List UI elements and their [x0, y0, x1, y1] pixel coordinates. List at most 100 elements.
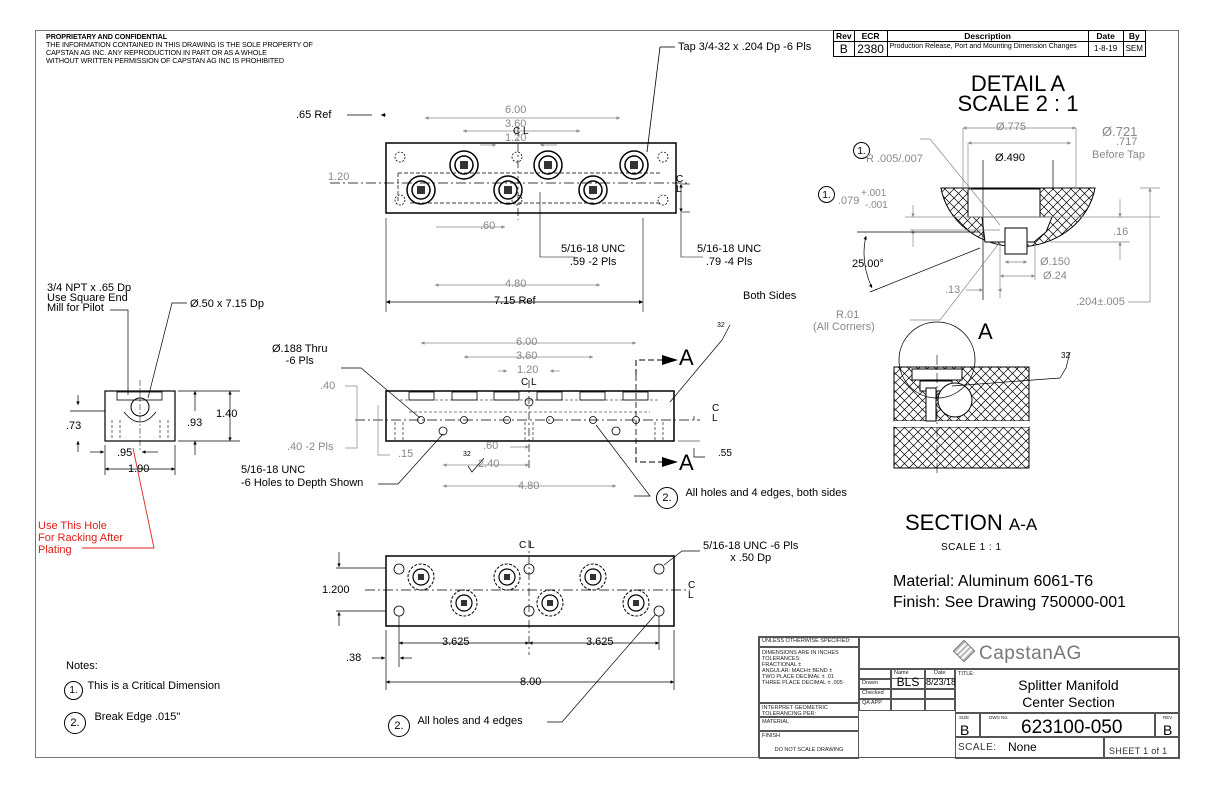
qa-label: QA APP: [859, 699, 891, 711]
detail-a-view: [857, 126, 1160, 321]
rev-cell: REV B: [1155, 713, 1180, 738]
dim-dia-775: Ø.775: [996, 121, 1026, 133]
all-corners-label: (All Corners): [813, 321, 875, 333]
surface-finish-32: 32: [1061, 351, 1070, 360]
note-item: 1. This is a Critical Dimension: [64, 680, 220, 700]
finish-note: Finish: See Drawing 750000-001: [893, 594, 1127, 611]
dim-dia-490: Ø.490: [995, 152, 1025, 164]
unless-cell: UNLESS OTHERWISE SPECIFIED:: [759, 637, 859, 647]
rev-cell: B: [833, 41, 855, 57]
dim-190: 1.90: [128, 463, 150, 475]
bore-note: Ø.50 x 7.15 Dp: [190, 298, 264, 310]
drawing-number: 623100-050: [1021, 717, 1123, 738]
drawn-label: Drawn: [859, 679, 891, 689]
proprietary-heading: PROPRIETARY AND CONFIDENTIAL: [46, 32, 167, 41]
revision-row: B 2380 Production Release, Port and Moun…: [833, 41, 1146, 57]
dim-480-front: 4.80: [518, 480, 540, 492]
notes-heading: Notes:: [66, 660, 98, 672]
dim-600-front: 6.00: [516, 336, 538, 348]
material-cell: MATERIAL: [759, 717, 859, 731]
centerline-bottom: C L: [519, 540, 535, 551]
sheet-cell: SHEET 1 of 1: [1104, 737, 1180, 759]
drawn-date: 8/23/18: [925, 675, 957, 689]
by-cell: SEM: [1122, 41, 1146, 57]
dim-40: .40: [320, 380, 336, 392]
dim-120-front: 1.20: [517, 364, 539, 376]
checked-label: Checked: [859, 689, 891, 699]
company-logo: CapstanAG: [952, 639, 1082, 665]
centerline-label: C L: [513, 126, 529, 137]
surface-finish-32: 32: [717, 322, 725, 329]
title-cell: TITLE: Splitter Manifold Center Section: [955, 669, 1180, 713]
dim-800: 8.00: [520, 676, 542, 688]
break-edge-callout: 2. All holes and 4 edges, both sides: [656, 487, 847, 509]
proprietary-line: THE INFORMATION CONTAINED IN THIS DRAWIN…: [46, 40, 313, 49]
scale-cell: SCALE: None: [955, 737, 1104, 759]
dim-93: .93: [187, 417, 203, 429]
racking-note: Use This Hole For Racking After Plating: [38, 520, 123, 556]
dim-3625-left: 3.625: [442, 636, 470, 648]
unc-6holes-note: 5/16-18 UNC -6 Holes to Depth Shown: [241, 464, 364, 489]
dim-40-2pls: .40 -2 Pls: [287, 441, 334, 453]
note-item: 2. Break Edge .015": [64, 711, 180, 734]
revision-table: Rev ECR Description Date By B 2380 Produ…: [833, 30, 1146, 57]
tolerances-cell: DIMENSIONS ARE IN INCHES TOLERANCES: FRA…: [759, 647, 859, 703]
dim-140: 1.40: [216, 408, 238, 420]
dim-dia-24: Ø.24: [1043, 270, 1067, 282]
dim-120: 1.20: [505, 132, 527, 144]
dim-13: .13: [945, 284, 961, 296]
section-a-label: A: [978, 319, 993, 344]
dim-angle: 25.00°: [852, 258, 884, 270]
description-cell: Production Release, Port and Mounting Di…: [886, 41, 1089, 57]
bottom-callout-2: 2. All holes and 4 edges: [388, 715, 523, 737]
tol-plus: +.001: [861, 188, 887, 199]
size-cell: SIZE B: [955, 713, 980, 738]
ecr-cell: 2380: [853, 41, 888, 57]
dim-radius: R .005/.007: [866, 153, 923, 165]
dim-73: .73: [66, 420, 82, 432]
section-aa-scale: SCALE 1 : 1: [941, 542, 1002, 553]
section-aa-title: SECTION A-A: [905, 510, 1038, 535]
dim-15: .15: [398, 448, 414, 460]
drawing-title-line1: Splitter Manifold: [1018, 677, 1119, 693]
dim-55: .55: [718, 448, 732, 459]
title-block: UNLESS OTHERWISE SPECIFIED: DIMENSIONS A…: [758, 636, 1180, 759]
dim-240: 2.40: [478, 458, 500, 470]
dim-360-front: 3.60: [516, 350, 538, 362]
unc-note-4pls: 5/16-18 UNC.79 -4 Pls: [697, 243, 762, 268]
drawn-name: BLS: [891, 675, 925, 689]
dim-079: .079: [838, 195, 860, 207]
material-note: Material: Aluminum 6061-T6: [893, 573, 1094, 590]
unc-note-2pls: 5/16-18 UNC.59 -2 Pls: [561, 243, 626, 268]
front-view: [341, 324, 731, 497]
dim-38: .38: [346, 652, 362, 664]
tap-note: Tap 3/4-32 x .204 Dp -6 Pls: [678, 41, 812, 53]
top-view: [330, 46, 703, 312]
both-sides-label: Both Sides: [743, 290, 797, 302]
dim-r01: R.01: [836, 309, 860, 321]
dim-h120: 1.20: [328, 171, 350, 183]
interpret-cell: INTERPRET GEOMETRIC TOLERANCING PER:: [759, 703, 859, 717]
end-view: [70, 302, 240, 549]
dim-60-front: .60: [483, 440, 499, 452]
centerline-front: C L: [521, 377, 537, 388]
dim-715-ref: 7.15 Ref: [494, 295, 536, 307]
critical-callout-1: 1.: [853, 141, 870, 159]
dim-1200: 1.200: [322, 584, 350, 596]
dim-16: .16: [1113, 226, 1129, 238]
dim-204: .204±.005: [1076, 296, 1125, 308]
drawing-title-line2: Center Section: [1022, 694, 1115, 710]
section-aa-view: [893, 321, 1071, 475]
capstan-diamond-icon: [952, 639, 976, 663]
section-arrow-a-top: A: [679, 345, 694, 370]
surface-finish-front: 32: [463, 451, 471, 458]
dim-717: .717: [1116, 136, 1138, 148]
section-arrow-a-bottom: A: [679, 450, 694, 475]
finish-cell: FINISH DO NOT SCALE DRAWING: [759, 731, 859, 759]
dim-65-ref: .65 Ref: [296, 109, 332, 121]
dim-60: .60: [480, 220, 496, 232]
dim-95: .95: [117, 447, 133, 459]
dim-3625-right: 3.625: [586, 636, 614, 648]
